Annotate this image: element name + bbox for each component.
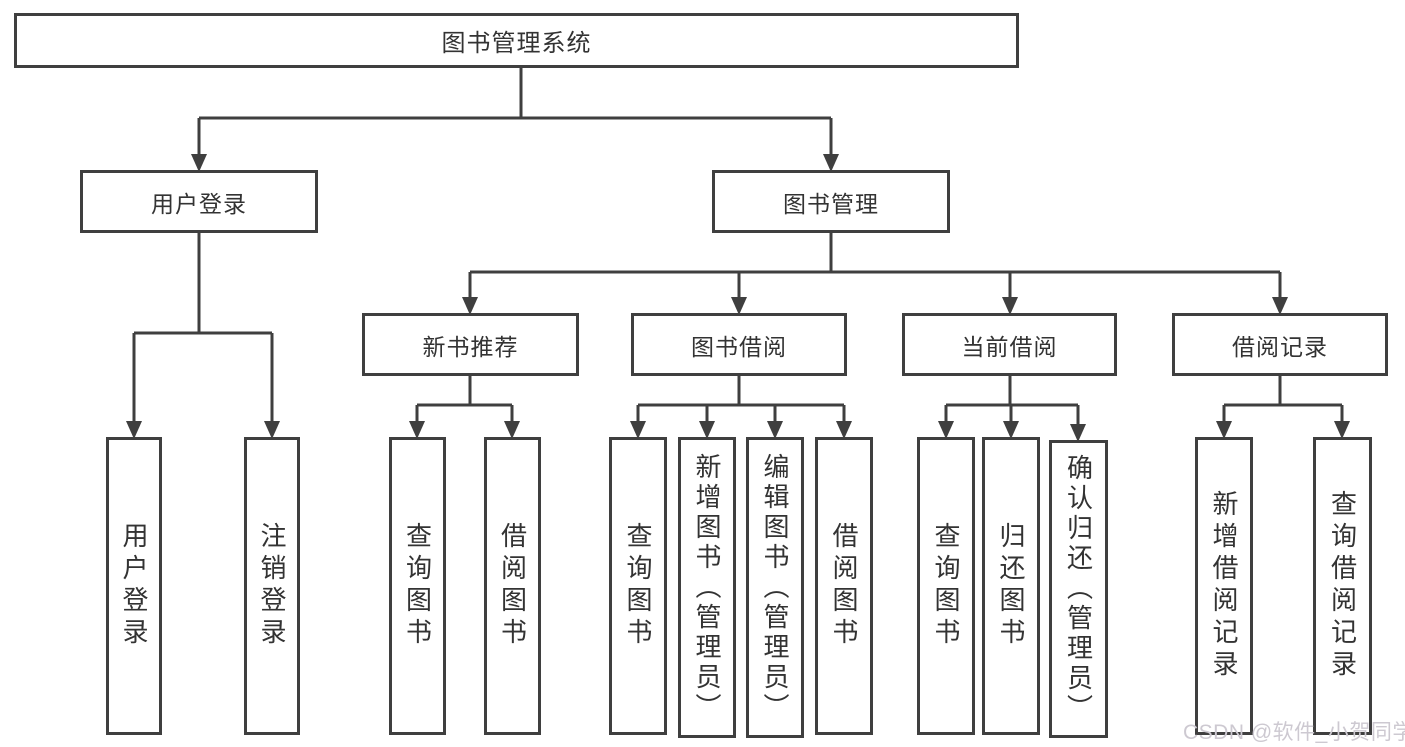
edges-book-mgmt [462,233,1288,315]
node-label: 图书管理 [783,190,879,217]
node-current-borrow: 当前借阅 [902,313,1117,376]
node-label: 当前借阅 [961,333,1058,360]
node-label: 注销登录 [257,522,287,650]
node-label: 新增借阅记录 [1209,490,1239,682]
node-user-login: 用户登录 [80,170,318,233]
edges-user-login [126,233,280,439]
leaf-add-book-admin: 新增图书（管理员） [678,437,736,738]
node-label: 归还图书 [996,522,1026,650]
node-label: 用户登录 [119,522,149,650]
edges-current-borrow [938,376,1086,442]
node-label: 查询图书 [623,522,653,650]
leaf-borrow-book-recommend: 借阅图书 [484,437,541,735]
edges-new-book [409,376,520,439]
leaf-query-book-current: 查询图书 [917,437,975,735]
node-book-borrow: 图书借阅 [631,313,847,376]
leaf-confirm-return-admin: 确认归还（管理员） [1049,440,1108,738]
node-label: 借阅记录 [1232,333,1328,360]
leaf-query-borrow-record: 查询借阅记录 [1313,437,1372,735]
leaf-borrow-book: 借阅图书 [815,437,873,735]
node-label: 查询图书 [931,522,961,650]
edges-book-borrow [630,376,852,439]
leaf-logout: 注销登录 [244,437,300,735]
node-label: 查询图书 [402,522,433,650]
node-borrow-record: 借阅记录 [1172,313,1388,376]
csdn-watermark: CSDN @软件_小贺同学 [1183,721,1405,744]
node-label: 图书管理系统 [441,30,592,57]
leaf-user-login: 用户登录 [106,437,162,735]
node-label: 确认归还（管理员） [1063,454,1094,724]
edges-root [191,66,839,172]
node-label: 编辑图书（管理员） [760,452,790,723]
leaf-query-book-recommend: 查询图书 [389,437,446,735]
leaf-add-borrow-record: 新增借阅记录 [1195,437,1253,735]
node-new-book-recommend: 新书推荐 [362,313,579,376]
node-label: 图书借阅 [691,333,787,360]
node-library-system: 图书管理系统 [14,13,1019,68]
node-label: 借阅图书 [497,522,528,650]
node-label: 用户登录 [151,190,247,217]
node-label: 新增图书（管理员） [692,452,722,723]
leaf-query-book-borrow: 查询图书 [609,437,667,735]
node-book-management: 图书管理 [712,170,950,233]
leaf-edit-book-admin: 编辑图书（管理员） [746,437,804,738]
leaf-return-book: 归还图书 [982,437,1040,735]
node-label: 借阅图书 [829,522,859,650]
node-label: 新书推荐 [422,333,519,360]
edges-borrow-record [1216,376,1350,439]
node-label: 查询借阅记录 [1327,490,1358,682]
